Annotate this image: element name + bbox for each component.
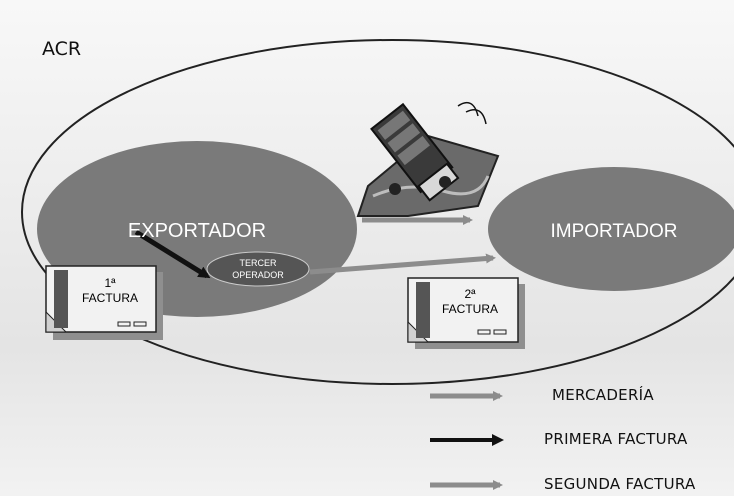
legend-label-second-invoice: SEGUNDA FACTURA — [544, 475, 696, 493]
invoice-2-label: FACTURA — [442, 302, 498, 316]
exporter-label: EXPORTADOR — [128, 220, 266, 242]
invoice-2-number: 2ª — [464, 287, 476, 301]
invoice-document-1 — [45, 265, 163, 340]
importer-node — [488, 167, 734, 291]
invoice-document-2 — [407, 277, 525, 349]
third-operator-label-line1: TERCER — [239, 258, 277, 268]
invoice-1-number: 1ª — [104, 276, 116, 290]
third-operator-label-line2: OPERADOR — [232, 270, 284, 280]
invoice-1-label: FACTURA — [82, 291, 138, 305]
importer-label: IMPORTADOR — [550, 221, 677, 242]
acr-region-ellipse — [21, 39, 734, 385]
legend-label-merchandise: MERCADERÍA — [552, 386, 654, 404]
acr-label: ACR — [42, 38, 82, 60]
legend-label-first-invoice: PRIMERA FACTURA — [544, 430, 688, 448]
truck-illustration — [356, 101, 500, 217]
first-invoice-arrow — [134, 229, 211, 279]
second-invoice-arrow — [309, 253, 496, 275]
